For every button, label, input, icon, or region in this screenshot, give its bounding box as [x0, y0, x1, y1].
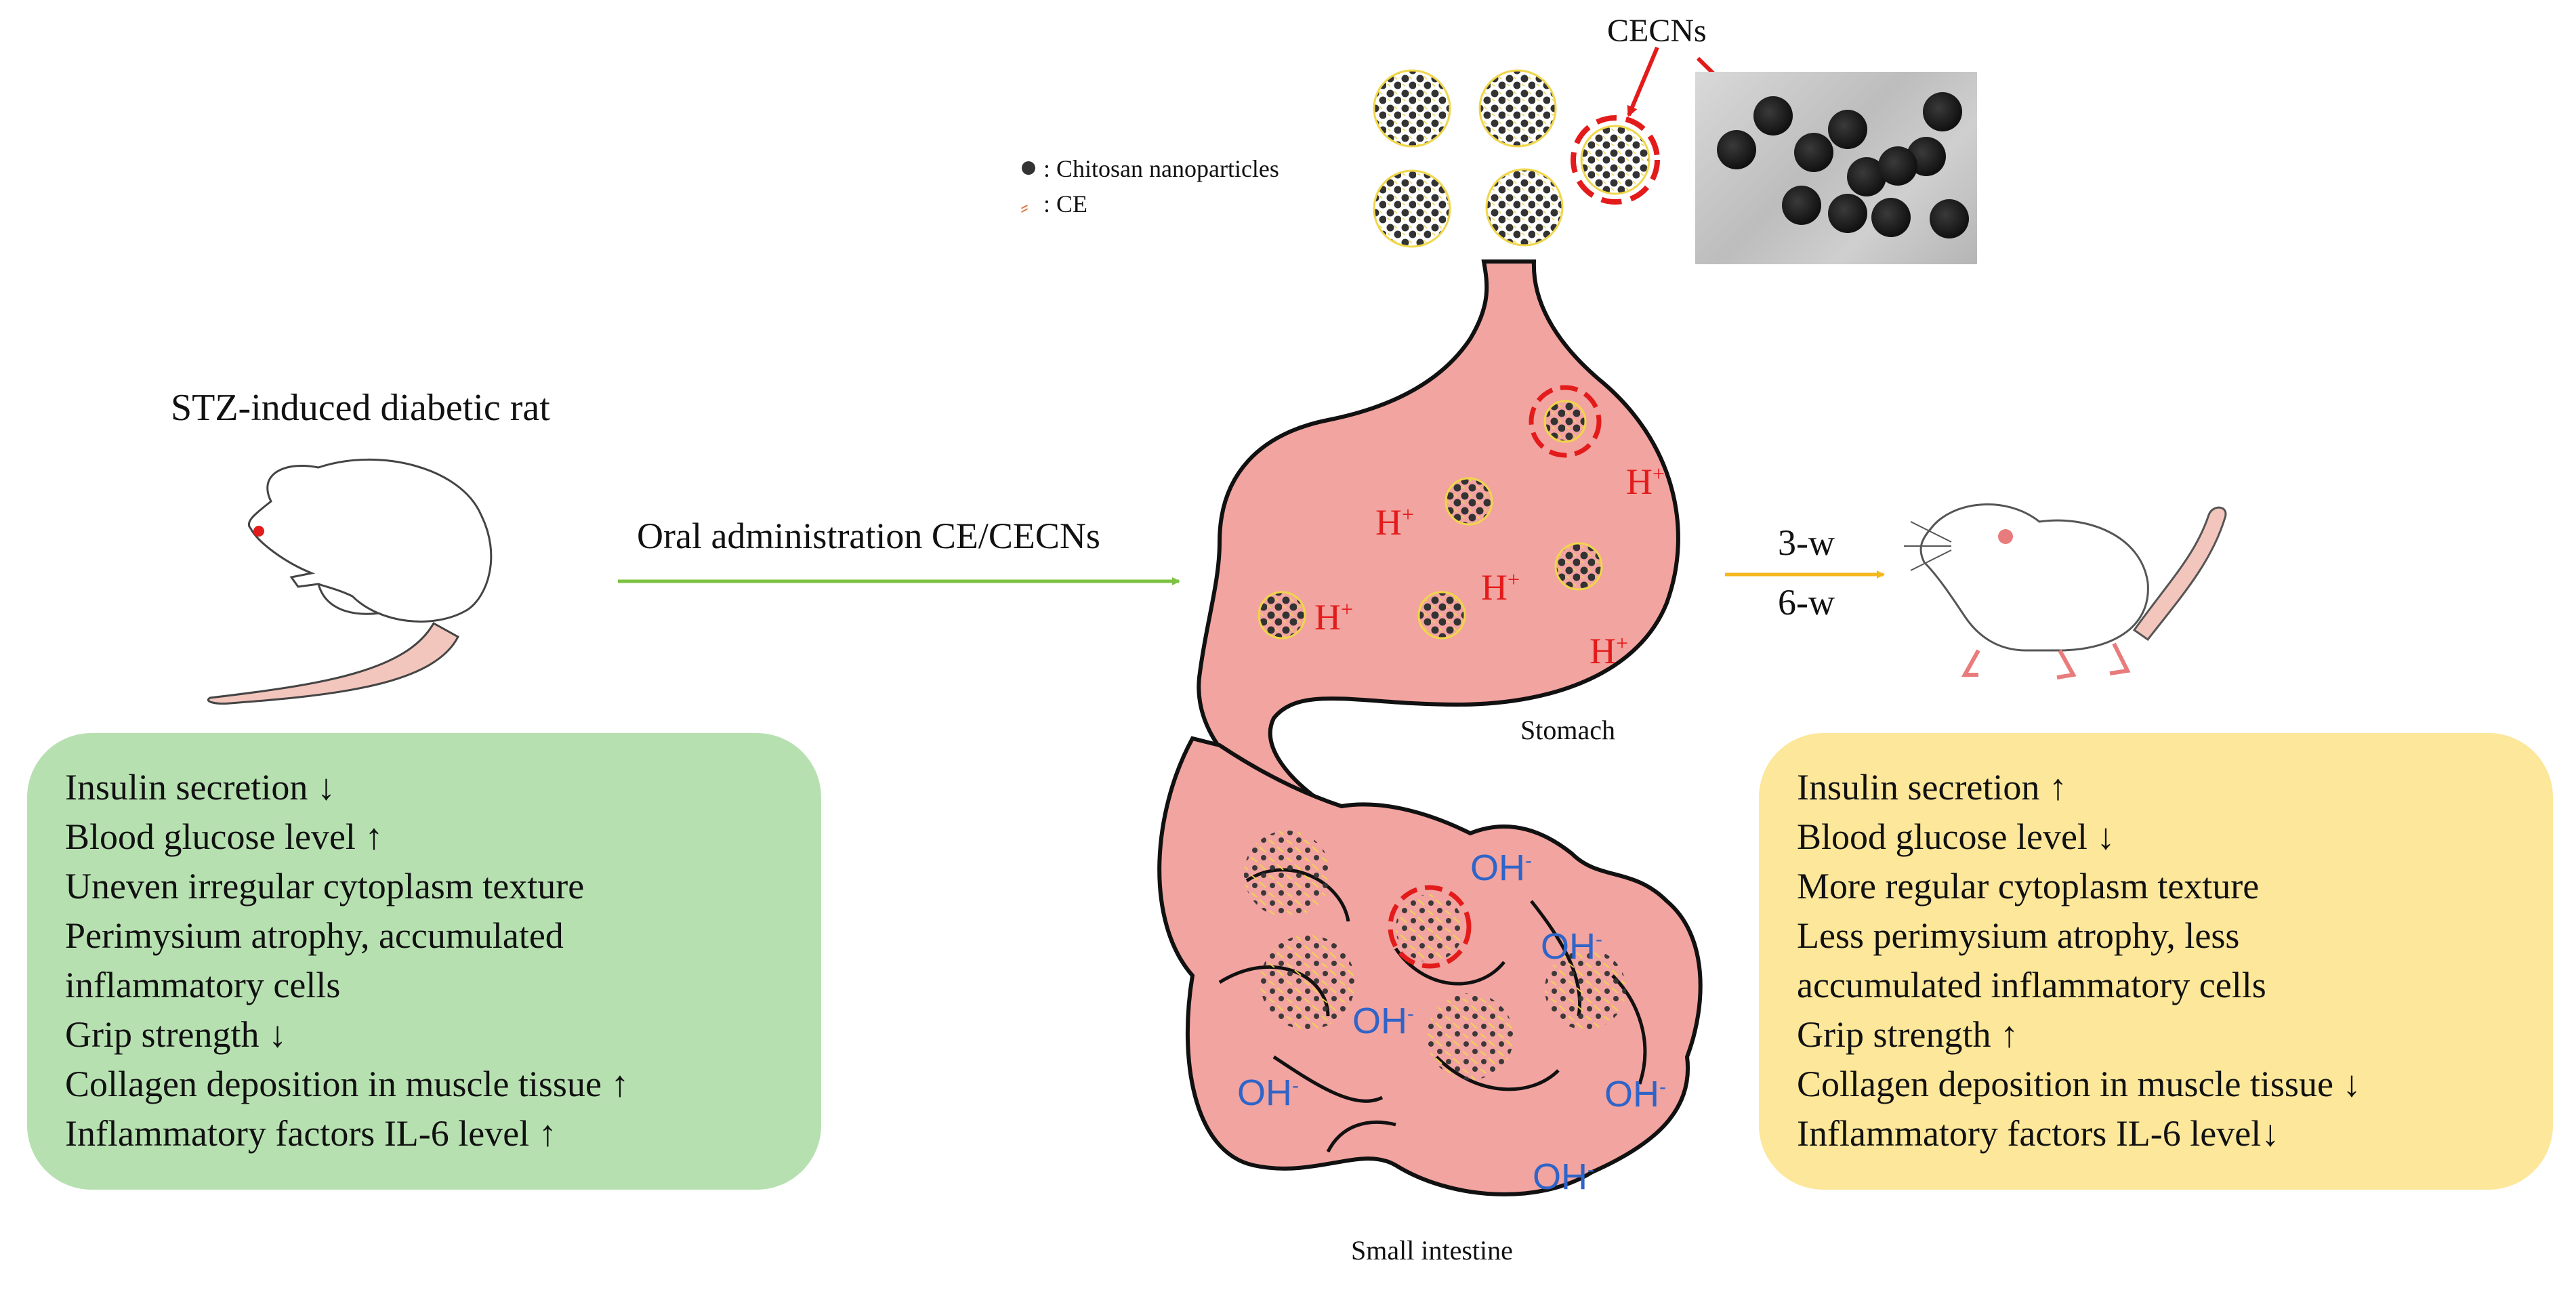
tem-micrograph — [1695, 72, 1977, 264]
stomach-nanoparticles — [1258, 400, 1603, 640]
h-ion-4: H+ — [1314, 597, 1354, 638]
after-item: Collagen deposition in muscle tissue ↓ — [1797, 1064, 2361, 1104]
cecns-label: CECNs — [1607, 13, 1707, 49]
recovered-rat-illustration — [1904, 503, 2227, 680]
cecns-arrow-left — [1627, 46, 1659, 117]
after-item: Blood glucose level ↓ — [1797, 816, 2115, 857]
after-item: Grip strength ↑ — [1797, 1014, 2018, 1055]
before-treatment-panel: Insulin secretion ↓ Blood glucose level … — [27, 733, 821, 1190]
stomach-label: Stomach — [1520, 715, 1615, 745]
before-item: Insulin secretion ↓ — [65, 767, 335, 808]
intestine-highlight-ring — [1388, 885, 1472, 969]
diabetic-rat-illustration — [207, 458, 493, 705]
h-ion-3: H+ — [1481, 567, 1520, 608]
h-ion-5: H+ — [1590, 631, 1629, 671]
before-item: Uneven irregular cytoplasm texture — [65, 866, 585, 906]
oh-ion-6: OH- — [1533, 1156, 1594, 1197]
stomach-highlight-ring — [1529, 385, 1602, 458]
time-6w-label: 6-w — [1778, 582, 1835, 623]
cecns-highlight-ring — [1571, 115, 1660, 205]
oh-ion-2: OH- — [1541, 926, 1602, 967]
after-item: More regular cytoplasm texture — [1797, 866, 2260, 906]
after-item: Insulin secretion ↑ — [1797, 767, 2067, 808]
h-ion-1: H+ — [1626, 461, 1665, 502]
cecns-particles — [1373, 69, 1650, 248]
after-item: Inflammatory factors IL-6 level↓ — [1797, 1113, 2280, 1154]
oh-ion-3: OH- — [1352, 1001, 1414, 1041]
before-item: Inflammatory factors IL-6 level ↑ — [65, 1113, 557, 1154]
oral-administration-label: Oral administration CE/CECNs — [637, 516, 1100, 556]
legend-ce: : CE — [1043, 190, 1088, 217]
oh-ion-4: OH- — [1237, 1072, 1299, 1113]
time-3w-label: 3-w — [1778, 522, 1835, 563]
after-treatment-panel: Insulin secretion ↑ Blood glucose level … — [1759, 733, 2553, 1190]
before-item: Grip strength ↓ — [65, 1014, 287, 1055]
small-intestine-label: Small intestine — [1351, 1235, 1513, 1266]
nanoparticle-legend-icon — [1022, 161, 1035, 175]
before-item: Collagen deposition in muscle tissue ↑ — [65, 1064, 629, 1104]
legend-nanoparticles: : Chitosan nanoparticles — [1043, 155, 1279, 182]
intestine-dispersed-particles — [1244, 831, 1626, 1080]
oh-ion-5: OH- — [1604, 1074, 1666, 1114]
before-item: Blood glucose level ↑ — [65, 816, 383, 857]
stomach-shape — [1197, 259, 1680, 816]
after-item: accumulated inflammatory cells — [1797, 965, 2266, 1005]
after-item: Less perimysium atrophy, less — [1797, 915, 2240, 956]
oh-ion-1: OH- — [1470, 848, 1532, 888]
diabetic-rat-title: STZ-induced diabetic rat — [171, 387, 550, 429]
h-ion-2: H+ — [1375, 502, 1415, 543]
before-item: Perimysium atrophy, accumulated — [65, 915, 564, 956]
before-item: inflammatory cells — [65, 965, 341, 1005]
ce-legend-icon: ⸗ — [1020, 193, 1029, 220]
